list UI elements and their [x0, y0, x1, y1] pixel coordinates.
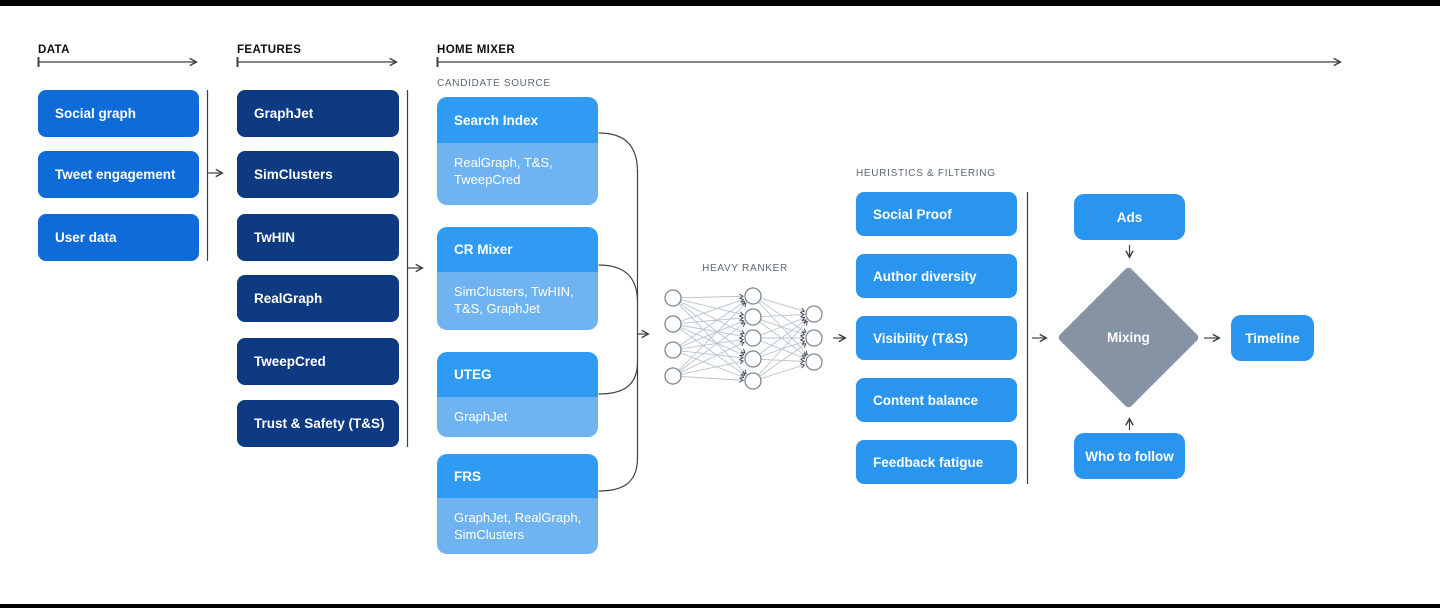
nn-edge: [679, 302, 746, 354]
divider-features-candidates: [406, 90, 424, 447]
nn-edge: [680, 315, 744, 324]
nn-node: [664, 341, 682, 359]
candidate-uteg-uses: GraphJet: [437, 397, 598, 437]
nn-edge: [760, 312, 805, 318]
node-visibility: Visibility (T&S): [856, 316, 1017, 360]
nn-edge: [759, 319, 807, 355]
nn-edge: [760, 363, 806, 380]
candidate-search-index-uses: RealGraph, T&S, TweepCred: [437, 143, 598, 205]
node-author-diversity: Author diversity: [856, 254, 1017, 298]
nn-edge: [759, 321, 807, 357]
nn-node: [744, 372, 762, 390]
nn-node: [805, 305, 823, 323]
node-social-proof: Social Proof: [856, 192, 1017, 236]
candidate-cr-mixer: CR Mixer SimClusters, TwHIN, T&S, GraphJ…: [437, 227, 598, 330]
candidate-search-index-title: Search Index: [437, 97, 598, 143]
nn-edge: [680, 299, 745, 317]
node-timeline: Timeline: [1231, 315, 1314, 361]
section-title-data: DATA: [38, 44, 70, 56]
nn-node: [744, 287, 762, 305]
section-title-home-mixer: HOME MIXER: [437, 44, 516, 56]
candidate-frs: FRS GraphJet, RealGraph, SimClusters: [437, 454, 598, 554]
nn-node: [664, 315, 682, 333]
nn-edge: [680, 324, 744, 339]
nn-node: [664, 367, 682, 385]
nn-node: [744, 350, 762, 368]
nn-node: [805, 329, 823, 347]
nn-edge: [680, 297, 745, 322]
candidate-cr-mixer-uses: SimClusters, TwHIN, T&S, GraphJet: [437, 272, 598, 330]
nn-node: [744, 308, 762, 326]
nn-edge: [680, 326, 745, 357]
node-simclusters: SimClusters: [237, 151, 399, 198]
nn-edge: [679, 301, 746, 346]
node-user-data: User data: [38, 214, 199, 261]
candidate-frs-uses: GraphJet, RealGraph, SimClusters: [437, 498, 598, 554]
node-realgraph: RealGraph: [237, 275, 399, 322]
nn-edge: [680, 350, 744, 361]
nn-edge: [678, 303, 747, 375]
nn-edge: [680, 352, 745, 379]
nn-edge: [679, 322, 746, 372]
section-ruler-home-mixer: [436, 57, 1342, 67]
nn-node: [664, 289, 682, 307]
node-feedback-fatigue: Feedback fatigue: [856, 440, 1017, 484]
candidate-uteg-title: UTEG: [437, 352, 598, 397]
node-who-to-follow: Who to follow: [1074, 433, 1185, 479]
label-heavy-ranker: HEAVY RANKER: [702, 263, 788, 274]
nn-edge: [759, 343, 807, 377]
nn-edge: [679, 301, 745, 335]
top-frame-bar: [0, 0, 1440, 6]
nn-edge: [760, 297, 806, 313]
nn-edge: [758, 301, 808, 356]
node-ads: Ads: [1074, 194, 1185, 240]
nn-edge: [680, 319, 745, 348]
section-ruler-data: [37, 57, 198, 67]
nn-node: [744, 329, 762, 347]
candidate-search-index: Search Index RealGraph, T&S, TweepCred: [437, 97, 598, 205]
nn-edge: [680, 376, 744, 383]
divider-heuristics-mixing: [1026, 192, 1048, 484]
nn-edge: [679, 328, 746, 376]
node-graphjet: GraphJet: [237, 90, 399, 137]
label-heuristics: HEURISTICS & FILTERING: [856, 168, 996, 179]
node-content-balance: Content balance: [856, 378, 1017, 422]
node-twhin: TwHIN: [237, 214, 399, 261]
nn-edge: [680, 293, 744, 299]
nn-edge: [758, 320, 808, 376]
nn-edge: [680, 341, 745, 373]
candidate-merge-wires: [598, 132, 650, 492]
node-social-graph: Social graph: [38, 90, 199, 137]
nn-node: [805, 353, 823, 371]
mixing-label: Mixing: [1107, 330, 1150, 345]
heavy-ranker-network: [664, 287, 823, 390]
divider-data-features: [206, 90, 224, 261]
section-title-features: FEATURES: [237, 44, 302, 56]
node-trust-safety: Trust & Safety (T&S): [237, 400, 399, 447]
nn-edge: [680, 337, 744, 350]
nn-edge: [678, 302, 747, 371]
nn-edge: [680, 359, 745, 375]
nn-edge: [760, 340, 806, 360]
node-tweet-engagement: Tweet engagement: [38, 151, 199, 198]
nn-edge: [760, 316, 806, 336]
label-candidate-source: CANDIDATE SOURCE: [437, 78, 551, 89]
candidate-frs-title: FRS: [437, 454, 598, 498]
candidate-uteg: UTEG GraphJet: [437, 352, 598, 437]
bottom-frame-bar: [0, 604, 1440, 608]
candidate-cr-mixer-title: CR Mixer: [437, 227, 598, 272]
nn-edge: [759, 300, 807, 333]
node-tweepcred: TweepCred: [237, 338, 399, 385]
section-ruler-features: [236, 57, 398, 67]
